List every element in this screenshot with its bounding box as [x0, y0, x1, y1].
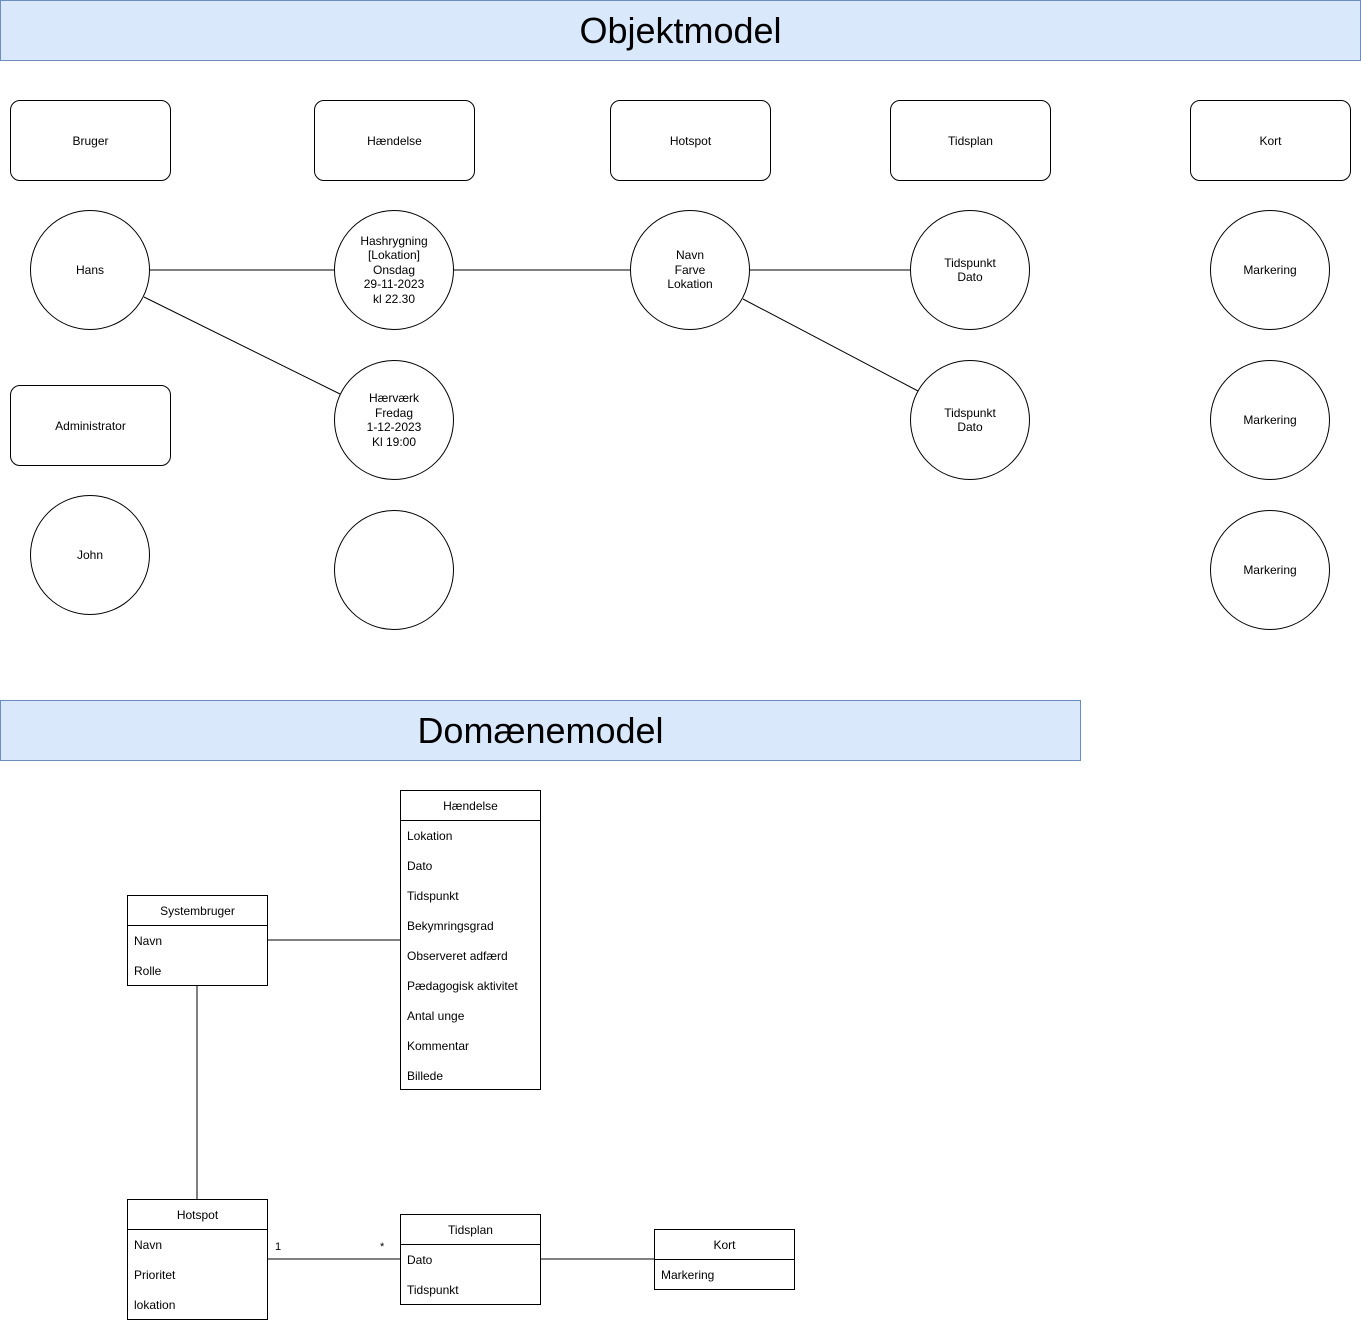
- object-line: Tidspunkt: [944, 255, 996, 270]
- uml-class-haendelse: Hændelse Lokation Dato Tidspunkt Bekymri…: [400, 790, 541, 1090]
- object-line: Markering: [1243, 562, 1297, 577]
- domaenemodel-title: Domænemodel: [0, 700, 1081, 761]
- object-tidsplan-2: Tidspunkt Dato: [910, 360, 1030, 480]
- class-box-administrator: Administrator: [10, 385, 171, 466]
- multiplicity-tidsplan: *: [380, 1241, 385, 1253]
- object-line: [Lokation]: [367, 248, 421, 263]
- uml-attribute: Dato: [407, 859, 433, 873]
- link-hans-haervaerk: [143, 296, 341, 395]
- uml-attribute: lokation: [134, 1298, 176, 1312]
- object-line: Hans: [75, 262, 104, 277]
- class-box-hotspot: Hotspot: [610, 100, 771, 181]
- object-line: 1-12-2023: [366, 420, 422, 434]
- object-line: Markering: [1243, 262, 1297, 277]
- class-box-bruger: Bruger: [10, 100, 171, 181]
- uml-attribute: Navn: [134, 1238, 163, 1252]
- object-line: 29-11-2023: [363, 277, 425, 292]
- uml-class-tidsplan: Tidsplan Dato Tidspunkt: [400, 1214, 541, 1305]
- object-line: Lokation: [667, 277, 713, 292]
- uml-attribute: Dato: [407, 1253, 433, 1267]
- object-line: Dato: [957, 420, 983, 434]
- object-john: John: [30, 495, 150, 615]
- object-haervaerk: Hærværk Fredag 1-12-2023 Kl 19:00: [334, 360, 454, 480]
- uml-attribute: Pædagogisk aktivitet: [407, 979, 518, 993]
- uml-attribute: Observeret adfærd: [407, 949, 508, 963]
- uml-attribute: Tidspunkt: [407, 889, 459, 903]
- uml-class-kort: Kort Markering: [654, 1229, 795, 1290]
- uml-class-name: Hotspot: [128, 1200, 267, 1230]
- object-markering-3: Markering: [1210, 510, 1330, 630]
- object-line: Dato: [957, 270, 983, 284]
- uml-class-name: Kort: [655, 1230, 794, 1260]
- object-markering-1: Markering: [1210, 210, 1330, 330]
- uml-attribute: Tidspunkt: [407, 1283, 459, 1297]
- uml-attribute: Bekymringsgrad: [407, 919, 494, 933]
- object-tidsplan-1: Tidspunkt Dato: [910, 210, 1030, 330]
- object-line: Onsdag: [372, 262, 416, 277]
- uml-attribute: Prioritet: [134, 1268, 176, 1282]
- uml-class-name: Tidsplan: [401, 1215, 540, 1245]
- object-line: Navn: [675, 248, 704, 263]
- object-line: John: [76, 547, 104, 562]
- uml-class-systembruger: Systembruger Navn Rolle: [127, 895, 268, 986]
- object-line: Kl 19:00: [371, 434, 417, 449]
- uml-attribute: Billede: [407, 1069, 444, 1083]
- link-hotspot-tidsplan2: [742, 298, 919, 392]
- object-hashrygning: Hashrygning [Lokation] Onsdag 29-11-2023…: [334, 210, 454, 330]
- object-hotspot: Navn Farve Lokation: [630, 210, 750, 330]
- object-line: Hærværk: [369, 391, 419, 405]
- uml-attribute: Navn: [134, 934, 163, 948]
- uml-class-name: Systembruger: [128, 896, 267, 926]
- class-box-kort: Kort: [1190, 100, 1351, 181]
- class-box-tidsplan: Tidsplan: [890, 100, 1051, 181]
- object-empty: [334, 510, 454, 630]
- object-hans: Hans: [30, 210, 150, 330]
- uml-attribute: Kommentar: [407, 1039, 470, 1053]
- uml-attribute: Markering: [661, 1268, 715, 1282]
- multiplicity-hotspot: 1: [275, 1241, 282, 1253]
- class-box-haendelse: Hændelse: [314, 100, 475, 181]
- uml-attribute: Rolle: [134, 964, 162, 978]
- object-line: Fredag: [374, 405, 414, 420]
- object-line: Hashrygning: [360, 233, 428, 248]
- uml-class-hotspot: Hotspot Navn Prioritet lokation: [127, 1199, 268, 1320]
- object-line: Tidspunkt: [944, 405, 996, 420]
- uml-attribute: Antal unge: [407, 1009, 465, 1023]
- object-line: Markering: [1243, 412, 1297, 427]
- object-markering-2: Markering: [1210, 360, 1330, 480]
- uml-attribute: Lokation: [407, 829, 453, 843]
- objektmodel-title: Objektmodel: [0, 0, 1361, 61]
- uml-class-name: Hændelse: [401, 791, 540, 821]
- object-line: Farve: [674, 262, 706, 277]
- object-line: kl 22.30: [372, 291, 416, 306]
